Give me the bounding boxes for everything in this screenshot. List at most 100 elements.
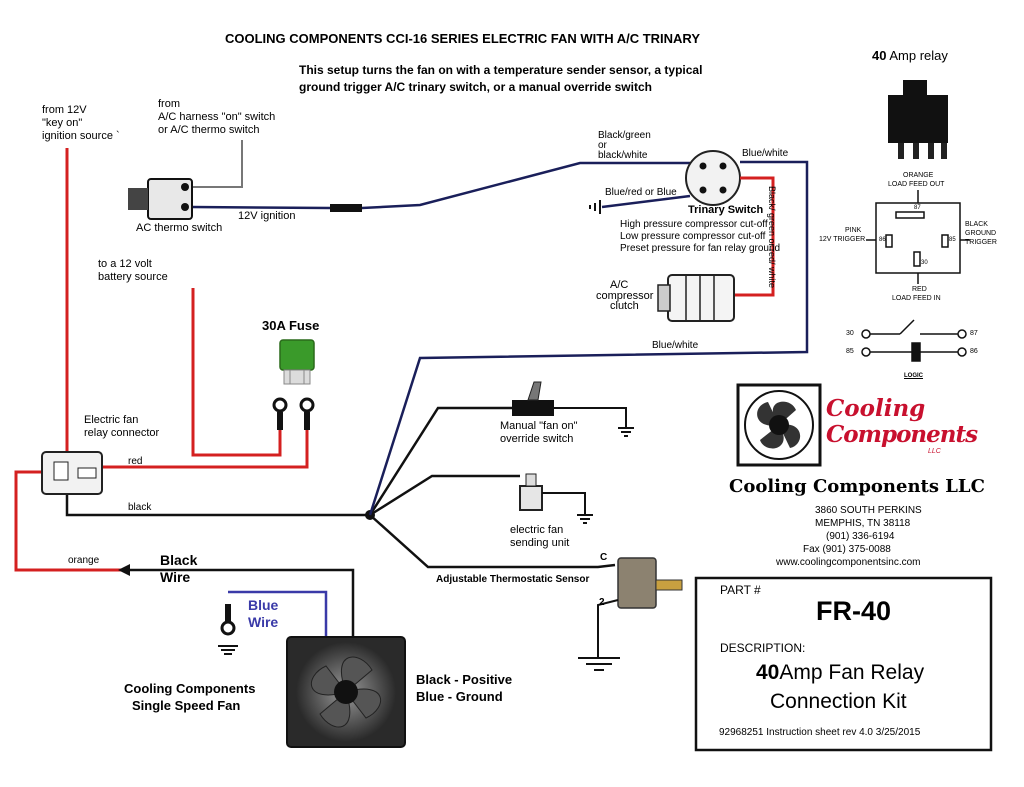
thermostatic-sensor-shape	[578, 557, 683, 671]
relay-red-label-1: RED	[912, 286, 927, 293]
manual-switch-wire	[368, 406, 512, 516]
company-address-2: MEMPHIS, TN 38118	[815, 518, 911, 529]
description-line2: Connection Kit	[770, 690, 907, 713]
ac-label-1: from	[158, 98, 180, 110]
pinout-30: 30	[921, 260, 928, 266]
relay-pinout-shape	[866, 190, 970, 284]
fuse-30a-shape	[279, 339, 315, 385]
trinary-desc-1: High pressure compressor cut-off	[620, 219, 768, 230]
battery-red-wire	[191, 288, 282, 457]
relay-black-label-1: BLACK	[965, 221, 988, 228]
ignition-to-trinary-wire	[191, 161, 690, 210]
black-fan-wire	[128, 568, 355, 640]
description-label: DESCRIPTION:	[720, 641, 806, 655]
ac-thermo-switch-shape	[128, 178, 193, 220]
trinary-switch-shape	[685, 150, 741, 206]
ac-harness-wire	[192, 140, 243, 188]
trinary-blue-red-wire	[601, 194, 691, 209]
terminal-c-label: C	[600, 552, 608, 563]
trinary-red-vertical	[735, 176, 775, 297]
black-green-label-2: or	[598, 140, 607, 151]
ac-thermo-switch-label: AC thermo switch	[136, 222, 223, 234]
cooling-fan-shape	[286, 636, 406, 748]
blue-wire-label-1: Blue	[248, 597, 279, 613]
blue-wire-label-2: Wire	[248, 614, 279, 630]
black-green-label-1: Black/green	[598, 130, 651, 141]
battery-label-1: to a 12 volt	[98, 258, 152, 270]
fan-ground-terminal	[218, 604, 238, 655]
relay-red-label-2: LOAD FEED IN	[892, 295, 941, 302]
part-box-frame	[694, 576, 993, 752]
orange-output-wire	[14, 470, 128, 572]
black-wire-big-label-1: Black	[160, 552, 198, 568]
relay-amp-number: 40	[872, 48, 887, 63]
fan-label-2: Single Speed Fan	[132, 698, 241, 713]
company-fax: Fax (901) 375-0088	[803, 544, 891, 555]
pinout-87: 87	[914, 205, 921, 211]
orange-wire-label: orange	[68, 555, 100, 566]
page-title: COOLING COMPONENTS CCI-16 SERIES ELECTRI…	[225, 31, 701, 46]
relay-connector-shape	[41, 451, 103, 495]
relay-logic-shape	[861, 319, 967, 362]
relay-black-label-2: GROUND	[965, 230, 997, 237]
company-address-1: 3860 SOUTH PERKINS	[815, 505, 922, 516]
ac-label-2: A/C harness "on" switch	[158, 111, 276, 123]
blue-ground-wire	[228, 590, 328, 640]
blue-red-label: Blue/red or Blue	[605, 187, 677, 198]
description-line1: 40Amp Fan Relay	[756, 661, 924, 685]
black-green-label-3: black/white	[598, 150, 648, 161]
company-phone: (901) 336-6194	[826, 531, 895, 542]
instruction-footer: 92968251 Instruction sheet rev 4.0 3/25/…	[719, 727, 921, 738]
company-name: Cooling Components LLC	[729, 476, 985, 497]
relay-amp-title: 40 Amp relay	[872, 48, 948, 64]
relay-connector-label-2: relay connector	[84, 427, 160, 439]
relay-black-label-3: TRIGGER	[965, 239, 997, 246]
blue-white-bottom-label: Blue/white	[652, 340, 699, 351]
company-logo-fan	[736, 383, 822, 467]
sending-unit-label-2: sending unit	[510, 537, 570, 549]
logic-87: 87	[970, 330, 978, 337]
relay-40a-shape	[888, 80, 948, 159]
logic-85: 85	[846, 348, 854, 355]
twelve-v-ignition-label: 12V ignition	[238, 210, 296, 222]
trinary-desc-3: Preset pressure for fan relay ground	[620, 243, 781, 254]
manual-switch-shape	[512, 381, 634, 437]
terminal-2-label: 2	[599, 597, 605, 608]
thermostat-wire	[369, 514, 616, 569]
description-amp: 40	[756, 661, 780, 684]
fan-label-1: Cooling Components	[124, 681, 256, 696]
vertical-wire-label: Black/ green or red/ white	[767, 186, 777, 289]
compressor-label-2: compressor	[596, 290, 654, 302]
ignition-label-2: "key on"	[42, 117, 83, 129]
red-wire-label: red	[128, 456, 143, 467]
compressor-clutch-shape	[657, 274, 735, 322]
compressor-label-1: A/C	[610, 279, 629, 291]
ac-label-3: or A/C thermo switch	[158, 124, 260, 136]
trinary-ground-symbol	[589, 200, 601, 214]
logo-word-cooling: Cooling	[826, 395, 926, 422]
sending-unit-wire	[369, 474, 520, 517]
trinary-switch-label: Trinary Switch	[688, 204, 764, 216]
polarity-label-2: Blue - Ground	[416, 689, 503, 704]
company-website: www.coolingcomponentsinc.com	[776, 557, 921, 568]
polarity-label-1: Black - Positive	[416, 672, 513, 687]
compressor-label-3: clutch	[610, 300, 639, 312]
orange-arrow	[118, 564, 130, 576]
logo-llc: LLC	[928, 448, 941, 455]
trinary-blue-white-wire	[368, 160, 809, 516]
trinary-desc-2: Low pressure compressor cut-off	[620, 231, 766, 242]
adjustable-sensor-label: Adjustable Thermostatic Sensor	[436, 574, 590, 585]
sending-unit-label-1: electric fan	[510, 524, 564, 536]
pinout-86: 86	[879, 237, 886, 243]
relay-orange-label-2: LOAD FEED OUT	[888, 181, 945, 188]
logic-30: 30	[846, 330, 854, 337]
ignition-label-3: ignition source `	[42, 130, 120, 142]
page-subtitle-line1: This setup turns the fan on with a tempe…	[299, 63, 703, 77]
manual-switch-label-2: override switch	[500, 433, 574, 445]
ignition-label-1: from 12V	[42, 104, 87, 116]
relay-pink-label-2: 12V TRIGGER	[819, 236, 866, 243]
relay-orange-label-1: ORANGE	[903, 172, 934, 179]
inline-fuse-holder	[330, 204, 362, 212]
